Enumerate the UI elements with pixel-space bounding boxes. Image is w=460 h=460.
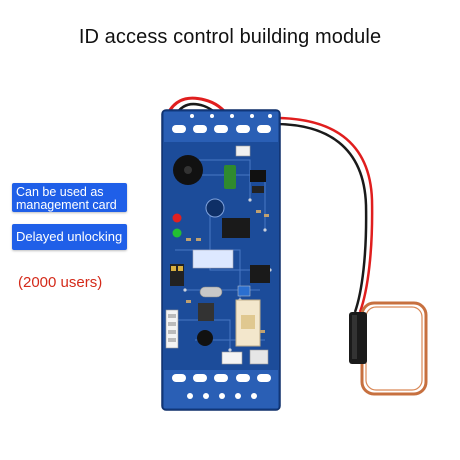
red-led (172, 213, 182, 223)
capacitor (224, 165, 236, 189)
label-sticker (192, 249, 234, 269)
rfid-coil-antenna (349, 301, 428, 396)
main-ic (222, 218, 250, 238)
feature-badge-delayed-unlocking: Delayed unlocking (12, 224, 127, 250)
feature-badge-management-card: Can be used as management card (12, 183, 127, 212)
electrolytic-capacitor (197, 330, 213, 346)
green-led (172, 228, 182, 238)
pcb-board (161, 109, 281, 411)
users-capacity-note: (2000 users) (18, 274, 103, 291)
page-title: ID access control building module (78, 26, 382, 48)
bottom-connector (221, 351, 243, 365)
